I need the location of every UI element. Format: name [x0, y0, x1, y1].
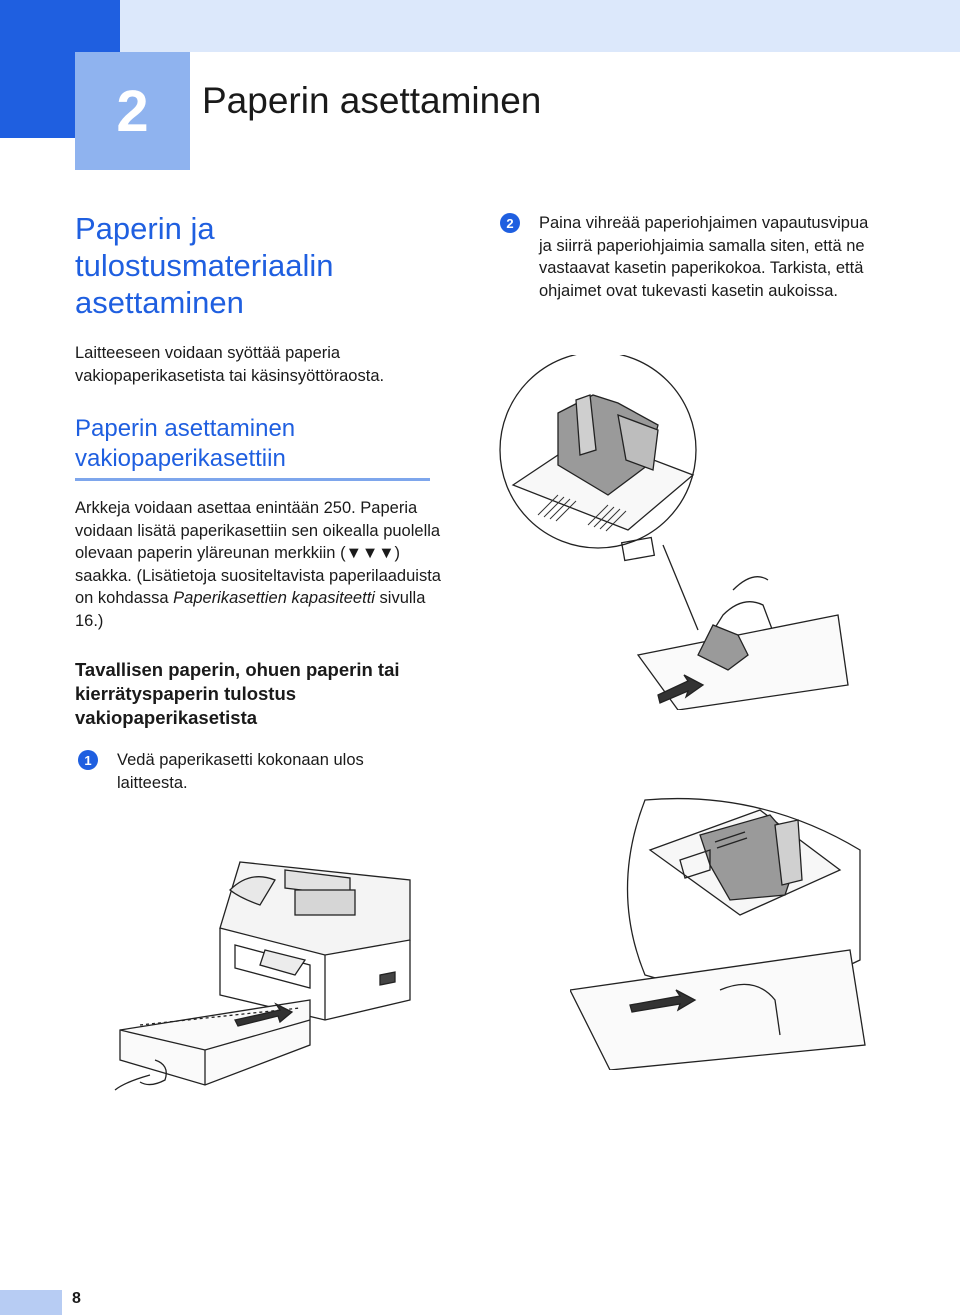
page-number: 8 — [72, 1290, 81, 1307]
step-1-text: Vedä paperikasetti kokonaan ulos laittee… — [117, 751, 364, 792]
paragraph-text-1: Arkkeja voidaan asettaa enintään 250. Pa… — [75, 499, 441, 607]
chapter-title: Paperin asettaminen — [202, 80, 542, 121]
paragraph-link-text: Paperikasettien kapasiteetti — [173, 589, 375, 607]
step-1-number: 1 — [78, 750, 98, 770]
step-2-number: 2 — [500, 213, 520, 233]
subsection-title: Paperin asettaminen vakiopaperikasettiin — [75, 415, 296, 472]
subsection-rule — [75, 478, 430, 481]
chapter-number: 2 — [75, 52, 190, 170]
subsection-paragraph: Arkkeja voidaan asettaa enintään 250. Pa… — [75, 497, 450, 632]
header-band-light — [120, 0, 960, 52]
step-2-text: Paina vihreää paperiohjaimen vapautusvip… — [539, 214, 869, 300]
procedure-title: Tavallisen paperin, ohuen paperin tai ki… — [75, 659, 400, 728]
paper-guide-closeup-illustration — [499, 355, 849, 710]
guide-lock-closeup-illustration — [570, 797, 866, 1070]
page-tab — [0, 1290, 62, 1315]
paragraph-text-2: sivulla 16.) — [75, 589, 426, 630]
section-intro: Laitteeseen voidaan syöttää paperia vaki… — [75, 344, 385, 385]
printer-tray-removal-illustration — [114, 861, 411, 1091]
section-title: Paperin ja tulostusmateriaalin asettamin… — [75, 211, 334, 320]
